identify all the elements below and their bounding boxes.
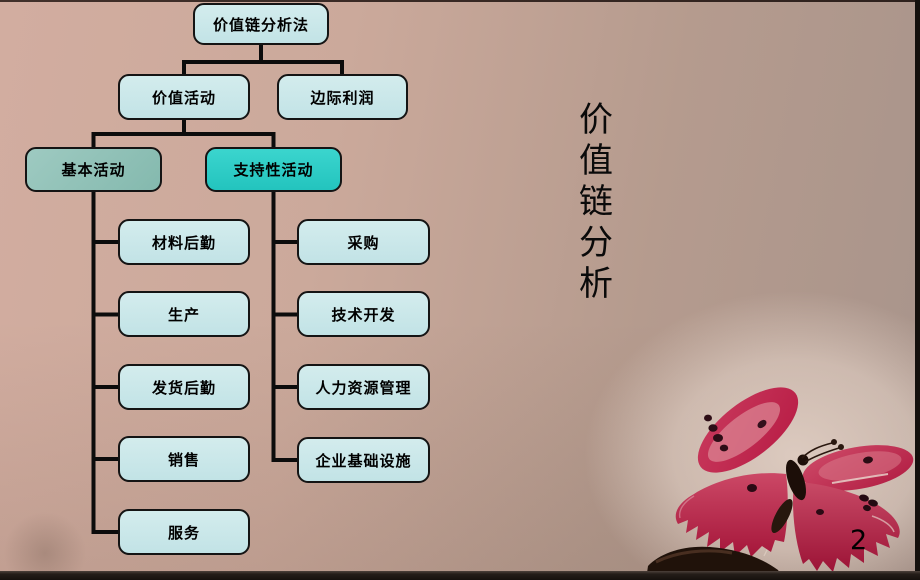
- butterfly-upper-right-wing: [802, 445, 914, 491]
- node-label: 技术开发: [331, 305, 396, 324]
- node-label: 价值活动: [151, 88, 216, 107]
- node-basic-activities: 基本活动: [25, 147, 162, 192]
- node-label: 发货后勤: [151, 378, 216, 397]
- node-sales: 销售: [118, 436, 250, 482]
- node-label: 人力资源管理: [315, 378, 412, 397]
- node-label: 销售: [167, 450, 200, 469]
- node-value-chain-analysis-method: 价值链分析法: [193, 3, 329, 45]
- node-technology-development: 技术开发: [297, 291, 430, 337]
- node-label: 采购: [347, 233, 380, 252]
- node-label: 生产: [167, 305, 200, 324]
- node-enterprise-infrastructure: 企业基础设施: [297, 437, 430, 483]
- node-marginal-profit: 边际利润: [277, 74, 408, 120]
- butterfly-body: [771, 454, 809, 534]
- node-label: 支持性活动: [233, 161, 314, 179]
- node-hr-management: 人力资源管理: [297, 364, 430, 410]
- node-label: 企业基础设施: [315, 451, 412, 470]
- node-label: 服务: [167, 523, 200, 542]
- butterfly-lower-right-wing: [793, 482, 900, 572]
- node-outbound-logistics: 发货后勤: [118, 364, 250, 410]
- right-edge-strip: [915, 0, 920, 580]
- node-label: 边际利润: [310, 88, 375, 107]
- node-value-activities: 价值活动: [118, 74, 250, 120]
- node-support-activities: 支持性活动: [205, 147, 342, 192]
- vertical-title: 价值链分析: [579, 100, 613, 304]
- butterfly-on-finger-image: [646, 387, 914, 580]
- butterfly-upper-left-wing: [697, 387, 799, 473]
- node-material-logistics: 材料后勤: [118, 219, 250, 265]
- node-label: 价值链分析法: [212, 15, 309, 34]
- butterfly-antennae: [801, 439, 844, 463]
- node-service: 服务: [118, 509, 250, 555]
- node-label: 基本活动: [61, 161, 126, 179]
- node-production: 生产: [118, 291, 250, 337]
- page-number: 2: [850, 525, 868, 556]
- node-label: 材料后勤: [151, 233, 216, 252]
- node-procurement: 采购: [297, 219, 430, 265]
- butterfly-lower-left-wing: [675, 473, 788, 557]
- bottom-bar: [0, 571, 920, 580]
- top-edge-line: [0, 0, 920, 2]
